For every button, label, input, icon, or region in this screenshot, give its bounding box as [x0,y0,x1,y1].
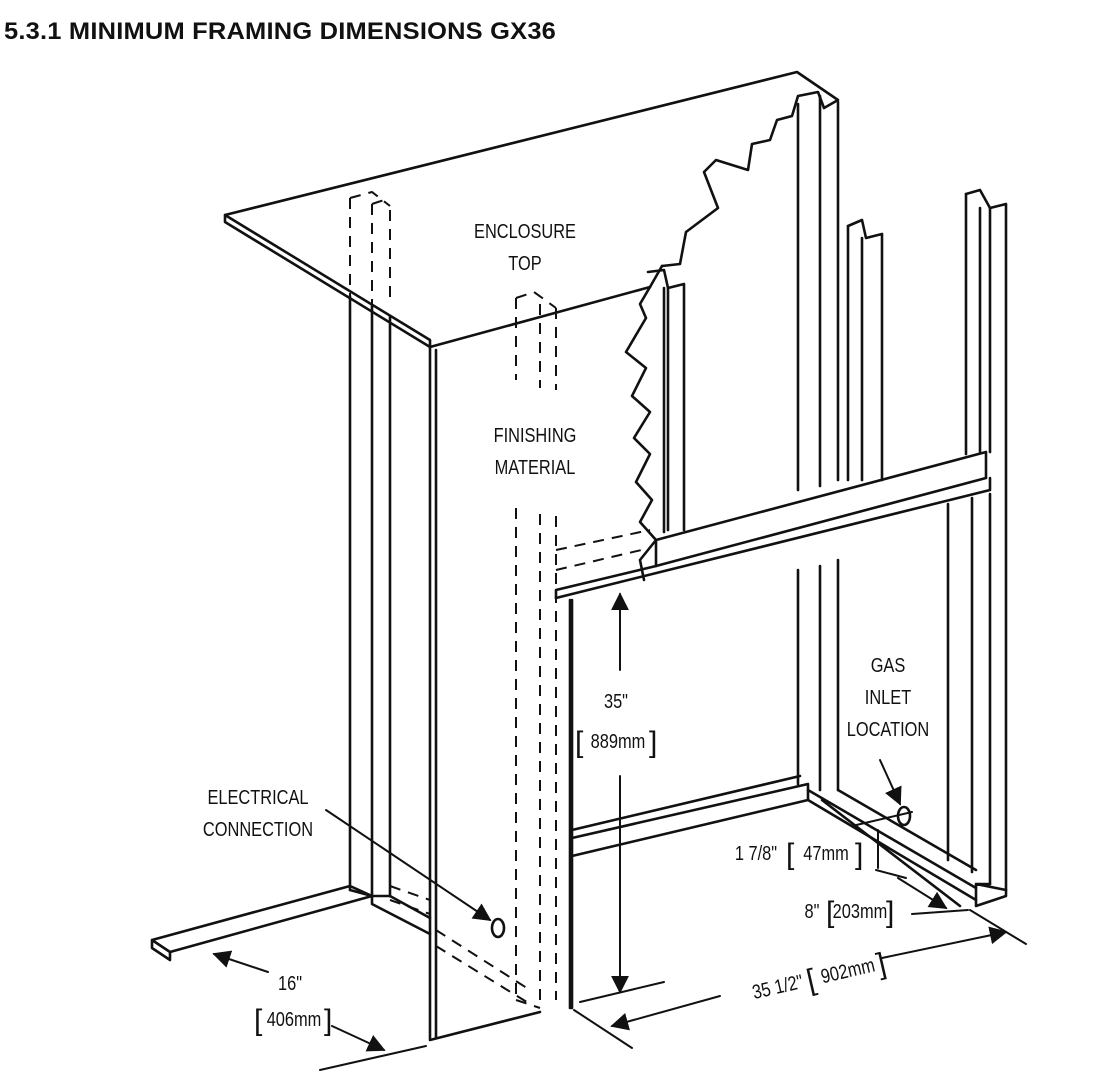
height-dimension [579,592,665,1003]
small-dimensions [851,811,969,915]
enclosure-top-label-2: TOP [508,251,541,274]
opening-bottom-plate [570,774,978,908]
gas-offset-bracket-close: ] [886,896,894,929]
depth-bracket-open: [ [786,838,795,871]
height-dim-metric: 889mm [591,729,646,752]
finishing-material-label-1: FINISHING [494,423,577,446]
height-bracket-close: ] [649,726,657,759]
enclosure-top-slab [223,70,840,349]
hidden-left-stud [349,190,391,896]
cripple-studs [646,94,1008,892]
depth-dim-imperial: 1 7/8" [735,841,777,864]
width-dimension [573,909,1027,1049]
depth-bracket-close: ] [855,838,863,871]
width-dim-metric: 902mm [818,953,876,988]
width-dim-text: 35 1/2" [ 902mm ] [750,947,890,1004]
gas-inlet-label-2: INLET [865,685,911,708]
gas-inlet-label-1: GAS [871,653,906,676]
gas-offset-imperial: 8" [805,899,820,922]
finishing-panel-face [389,290,651,1042]
electrical-label-2: CONNECTION [203,817,313,840]
height-bracket-open: [ [575,726,584,759]
side-dimension [212,950,427,1071]
enclosure-top-label-1: ENCLOSURE [474,219,576,242]
electrical-connection-marker [490,917,506,939]
gas-offset-metric: 203mm [833,899,888,922]
height-dim-imperial: 35" [604,689,628,712]
torn-edge-top [660,90,826,268]
width-bracket-open: [ [803,963,819,997]
depth-dim-metric: 47mm [803,841,849,864]
side-dim-imperial: 16" [278,971,302,994]
gas-inlet-marker [896,805,912,827]
side-bracket-close: ] [324,1004,332,1037]
page-title: 5.3.1 MINIMUM FRAMING DIMENSIONS GX36 [4,18,557,45]
gas-inlet-label-3: LOCATION [847,717,930,740]
right-king-studs [796,492,1008,908]
header-beam [554,450,992,1010]
width-bracket-close: ] [874,947,890,981]
side-dim-metric: 406mm [267,1007,322,1030]
torn-edge-finishing [624,285,658,582]
gas-offset-bracket-open: [ [826,896,835,929]
finishing-material-label-2: MATERIAL [495,455,576,478]
electrical-label-1: ELECTRICAL [207,785,308,808]
left-floor-plate [150,884,432,962]
gas-inlet-leader [879,759,902,806]
side-bracket-open: [ [254,1004,263,1037]
left-wall-studs [348,294,392,898]
electrical-leader [325,809,492,922]
width-dim-imperial: 35 1/2" [750,970,805,1004]
